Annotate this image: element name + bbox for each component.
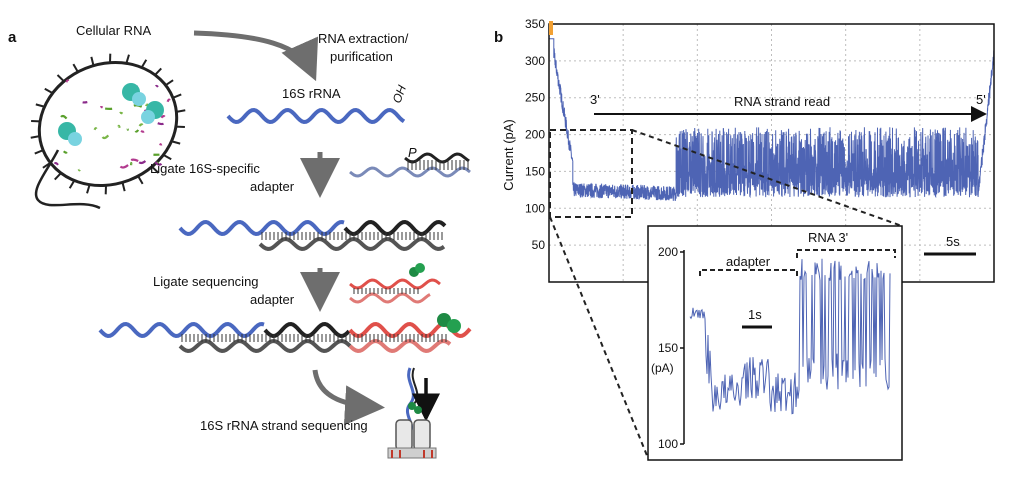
strand-segment <box>98 321 265 339</box>
rna-fragment <box>117 124 121 129</box>
y-tick-label: 250 <box>525 91 545 105</box>
scale-bar-inset-label: 1s <box>748 307 762 322</box>
rna-fragment <box>154 161 163 166</box>
ligated-strand-1 <box>178 219 447 252</box>
rna-fragment <box>62 150 68 154</box>
rna-fragment <box>93 127 98 131</box>
rrna-strand <box>226 107 406 125</box>
strand-segment <box>258 236 446 252</box>
adapter-strand-lower <box>349 292 431 304</box>
step-arrow-3 <box>312 369 385 426</box>
ligate1-label-line2: adapter <box>250 179 295 194</box>
flagellum <box>34 149 101 210</box>
inset-rna-label: RNA 3' <box>808 230 848 245</box>
adapter-strand-lower <box>349 166 471 178</box>
cellular-rna-label: Cellular RNA <box>76 23 151 38</box>
strand-start-label: 3' <box>590 92 600 107</box>
extraction-arrow <box>193 30 319 82</box>
rna-fragment <box>65 79 70 83</box>
y-tick-label: 50 <box>532 238 546 252</box>
current-trace-line <box>549 38 995 201</box>
rna-fragment <box>101 134 110 140</box>
oh-label: OH <box>390 83 409 105</box>
rna-bracket <box>796 249 896 258</box>
inset-chart: 100 150 200 (pA) adapter RNA 3' 1s <box>647 225 903 461</box>
strand-end-label: 5' <box>976 92 986 107</box>
start-marker <box>549 21 553 35</box>
zoom-connector-bottom <box>549 216 649 459</box>
16s-adapter-icon <box>349 152 471 178</box>
inset-unit-label: (pA) <box>651 361 674 375</box>
cell-membrane <box>37 60 179 188</box>
scale-bar-main-label: 5s <box>946 234 960 249</box>
strand-segment <box>348 338 452 354</box>
panel-a: a Cellular RNA RNA extraction/ purificat… <box>8 23 472 459</box>
motor-protein-icon <box>415 263 425 273</box>
adapter-bracket <box>699 269 798 276</box>
rna-fragment <box>166 98 171 103</box>
rna-fragment <box>144 103 149 107</box>
rrna-label: 16S rRNA <box>282 86 341 101</box>
y-tick-label: 100 <box>525 201 545 215</box>
nanopore-icon <box>387 367 440 459</box>
bacterium-cell <box>30 53 186 210</box>
ligate1-label-line1: Ligate 16S-specific <box>150 161 260 176</box>
inset-tick-label: 100 <box>658 437 678 451</box>
panel-a-label: a <box>8 29 17 46</box>
rna-fragment <box>130 158 139 162</box>
strand-segment <box>343 219 447 237</box>
rna-fragment <box>138 160 147 165</box>
inset-tick-label: 150 <box>658 341 678 355</box>
strand-segment <box>178 338 352 354</box>
adapter-strand-upper <box>349 278 441 290</box>
ligate2-label-line2: adapter <box>250 292 295 307</box>
rna-fragment <box>160 115 166 119</box>
y-tick-label: 300 <box>525 54 545 68</box>
rna-fragment <box>119 164 129 169</box>
y-tick-label: 350 <box>525 17 545 31</box>
rna-fragment <box>155 84 159 88</box>
y-tick-label: 150 <box>525 164 545 178</box>
strand-segment <box>178 219 345 237</box>
ligate2-label-line1: Ligate sequencing <box>153 274 259 289</box>
panel-b: b 50 100 150 200 250 300 350 Current (pA) 3' R… <box>494 17 995 461</box>
rna-fragment <box>140 129 145 133</box>
rna-fragment <box>53 161 59 166</box>
panel-b-label: b <box>494 29 503 46</box>
y-axis-ticks: 50 100 150 200 250 300 350 <box>525 17 545 252</box>
strand-segment <box>263 321 351 339</box>
inset-y-ticks: 100 150 200 <box>658 245 684 451</box>
rna-fragment <box>138 123 144 127</box>
zoom-region-box <box>549 129 633 218</box>
ligated-strand-2 <box>98 313 472 354</box>
motor-protein-icon <box>447 319 461 333</box>
rna-fragment <box>60 114 68 120</box>
y-tick-label: 200 <box>525 128 545 142</box>
rna-fragment <box>134 129 140 133</box>
zoom-connector-top <box>631 129 903 227</box>
rna-fragment <box>157 122 164 126</box>
y-axis-label: Current (pA) <box>501 119 516 191</box>
rna-fragment <box>119 111 124 115</box>
inset-trace-line <box>689 258 891 415</box>
inset-frame <box>647 225 903 461</box>
inset-tick-label: 200 <box>658 245 678 259</box>
inset-adapter-label: adapter <box>726 254 771 269</box>
extraction-label-line1: RNA extraction/ <box>318 31 409 46</box>
extraction-label-line2: purification <box>330 49 393 64</box>
ribosome-icon <box>58 83 164 146</box>
p-label: P <box>408 145 417 160</box>
strand-read-label: RNA strand read <box>734 94 830 109</box>
sequencing-label: 16S rRNA strand sequencing <box>200 418 368 433</box>
sequencing-adapter-icon <box>349 263 441 304</box>
